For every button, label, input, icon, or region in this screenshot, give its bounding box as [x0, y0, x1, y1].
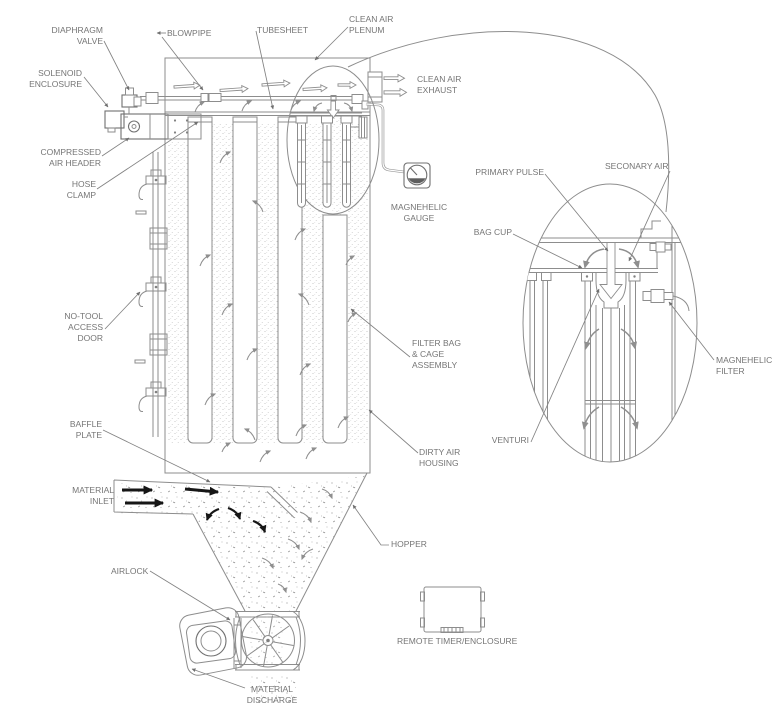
rotary-airlock: [179, 607, 306, 702]
label-dirty-air-housing: DIRTY AIR HOUSING: [419, 447, 461, 468]
remote-timer-box: [420, 586, 485, 633]
detail-connector-curve: [347, 31, 670, 213]
label-tubesheet: TUBESHEET: [257, 25, 309, 35]
airflow-swoosh-arrows: [199, 151, 358, 463]
label-clean-air-exhaust: CLEAN AIR EXHAUST: [417, 74, 462, 95]
cutaway-bag: [321, 115, 333, 208]
label-airlock: AIRLOCK: [111, 566, 149, 576]
label-secondary-air: SECONARY AIR: [605, 161, 669, 171]
material-inlet-duct: [113, 479, 298, 518]
inlet-flow-arrows: [122, 485, 267, 533]
hopper-body: [113, 472, 368, 612]
magnehelic-gauge-part: [403, 162, 431, 189]
label-hose-clamp: HOSE CLAMP: [66, 179, 96, 200]
label-material-inlet: MATERIAL INLET: [72, 485, 114, 506]
label-compressed-air-header: COMPRESSED AIR HEADER: [40, 147, 101, 168]
detail-ellipse: [347, 31, 698, 463]
label-bag-cup: BAG CUP: [473, 227, 512, 237]
label-solenoid-enclosure: SOLENOID ENCLOSURE: [29, 68, 82, 89]
gauge-tubing: [361, 100, 405, 174]
material-discharge-stream: [250, 674, 296, 702]
label-magnehelic-gauge: MAGNEHELIC GAUGE: [390, 202, 448, 223]
clean-air-exhaust-stub: [367, 71, 383, 103]
cutaway-bag: [340, 115, 353, 208]
label-baffle-plate: BAFFLE PLATE: [69, 419, 102, 440]
hopper-swoosh-arrows: [261, 488, 333, 594]
compressed-air-header: [104, 87, 202, 140]
label-venturi: VENTURI: [491, 435, 529, 445]
label-no-tool-access-door: NO-TOOL ACCESS DOOR: [64, 311, 103, 343]
label-diaphragm-valve: DIAPHRAGM VALVE: [51, 25, 103, 46]
label-clean-air-plenum: CLEAN AIR PLENUM: [349, 14, 394, 35]
cutaway-bag: [295, 115, 308, 208]
access-door-hardware: [134, 152, 168, 437]
label-material-discharge: MATERIAL DISCHARGE: [246, 684, 298, 705]
filter-bags: [187, 116, 348, 444]
label-primary-pulse: PRIMARY PULSE: [475, 167, 544, 177]
solenoid-enclosure-part: [104, 110, 128, 133]
label-filter-bag-cage-assembly: FILTER BAG & CAGE ASSEMBLY: [412, 338, 461, 370]
dust-stipple: [167, 116, 368, 443]
primary-pulse-arrow: [599, 242, 623, 300]
collector-housing: [140, 57, 371, 474]
label-blowpipe: BLOWPIPE: [167, 28, 212, 38]
diaphragm-valve-part: [121, 87, 142, 114]
magnehelic-filter-part: [642, 289, 690, 312]
leader-arrow-lines: [83, 26, 715, 689]
label-hopper: HOPPER: [391, 539, 427, 549]
label-remote-timer-enclosure: REMOTE TIMER/ENCLOSURE: [397, 636, 518, 646]
detail-circle: [286, 65, 380, 215]
clean-air-flow-arrows: [173, 73, 408, 113]
label-magnehelic-filter: MAGNEHELIC FILTER: [716, 355, 773, 376]
